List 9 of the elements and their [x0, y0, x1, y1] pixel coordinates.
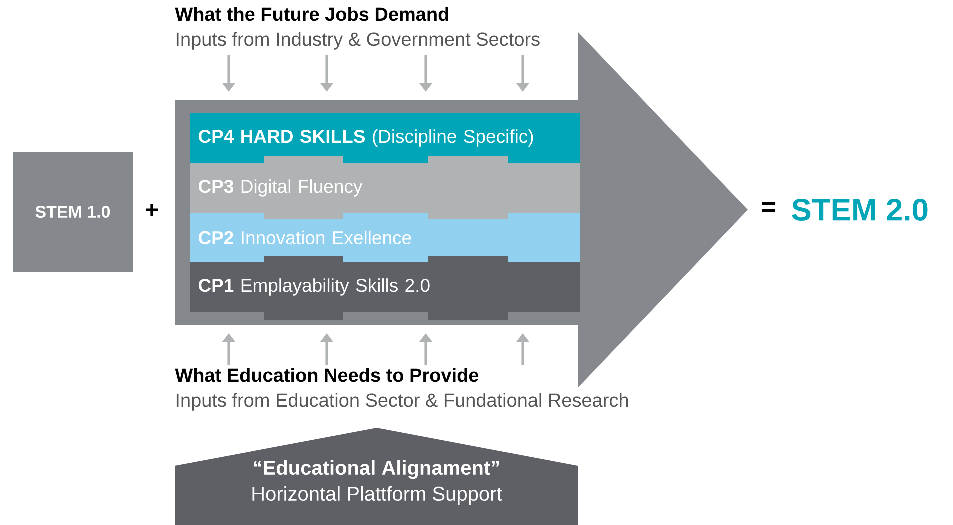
band: CP3 Digital Fluency [190, 156, 580, 219]
band: CP4 HARD SKILLS (Discipline Specific) [190, 113, 580, 163]
plus-sign: + [146, 204, 158, 216]
heading-text: What Education Needs to Provide Inputs from Education Sector & Fundational Research [175, 368, 628, 411]
heading-text: What the Future Jobs Demand Inputs from Industry & Government Sectors [175, 7, 540, 50]
platform-block: “Educational Alignament” Horizontal Plattform Support [175, 428, 578, 525]
process-box: STEM 1.0 [13, 152, 133, 272]
result-label: STEM 2.0 [792, 199, 928, 221]
equals-sign: = [762, 202, 776, 212]
